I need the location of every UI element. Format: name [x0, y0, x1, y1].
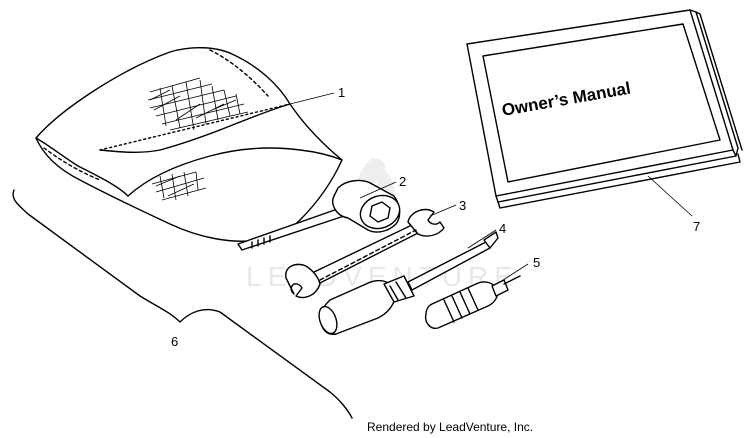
spark-plug-socket-wrench: [237, 179, 401, 251]
leader-lines: [289, 92, 693, 283]
callout-2: 2: [399, 174, 406, 189]
callout-4: 4: [499, 221, 506, 236]
open-end-wrench: [285, 208, 445, 299]
callout-6: 6: [171, 334, 178, 349]
callout-1: 1: [338, 85, 345, 100]
screwdriver: [318, 231, 499, 335]
bracket-6: [12, 189, 353, 419]
hatch-bottom: [151, 171, 207, 201]
callout-5: 5: [533, 255, 540, 270]
bit-driver: [424, 275, 521, 329]
owners-manual: Owner’s Manual: [466, 9, 743, 209]
callout-7: 7: [693, 219, 700, 234]
tool-pouch: [35, 47, 343, 242]
credit-text: Rendered by LeadVenture, Inc.: [367, 420, 533, 434]
callout-3: 3: [459, 198, 466, 213]
hatch-top: [147, 77, 249, 131]
